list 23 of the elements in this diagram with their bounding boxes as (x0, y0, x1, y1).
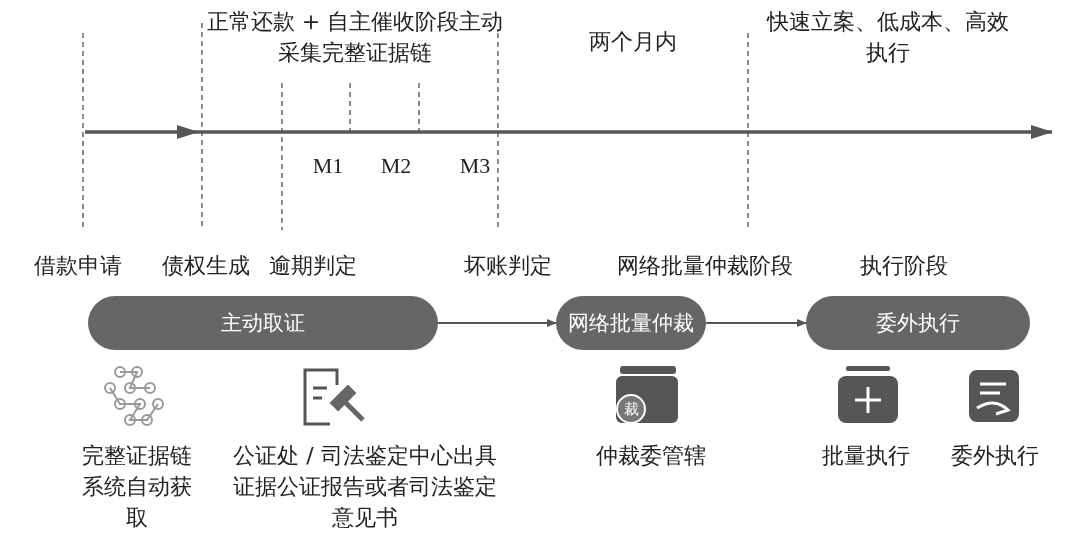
phase-note: 两个月内 (588, 28, 678, 56)
milestone-label: 借款申请 (33, 252, 123, 280)
milestone-label: 逾期判定 (268, 252, 358, 280)
month-label: M1 (311, 152, 345, 180)
arrow (437, 319, 557, 327)
milestone-label: 坏账判定 (463, 252, 553, 280)
arrow (705, 319, 807, 327)
step-caption: 仲裁委管辖 (595, 442, 707, 470)
phase-pill: 主动取证 (88, 296, 438, 350)
phase-note: 正常还款 + 自主催收阶段主动采集完整证据链 (205, 8, 505, 67)
month-label: M2 (379, 152, 413, 180)
phase-note: 快速立案、低成本、高效执行 (765, 8, 1010, 67)
icon-text: 裁 (622, 399, 640, 420)
step-caption: 公证处 / 司法鉴定中心出具证据公证报告或者司法鉴定意见书 (232, 442, 498, 532)
step-caption: 委外执行 (950, 442, 1040, 470)
step-caption: 批量执行 (821, 442, 911, 470)
step-caption: 完整证据链系统自动获取 (81, 442, 193, 532)
phase-pill: 网络批量仲裁 (556, 296, 706, 350)
month-label: M3 (458, 152, 492, 180)
phase-pill: 委外执行 (806, 296, 1030, 350)
milestone-label: 债权生成 (161, 252, 251, 280)
milestone-label: 网络批量仲裁阶段 (616, 252, 794, 280)
milestone-label: 执行阶段 (859, 252, 949, 280)
